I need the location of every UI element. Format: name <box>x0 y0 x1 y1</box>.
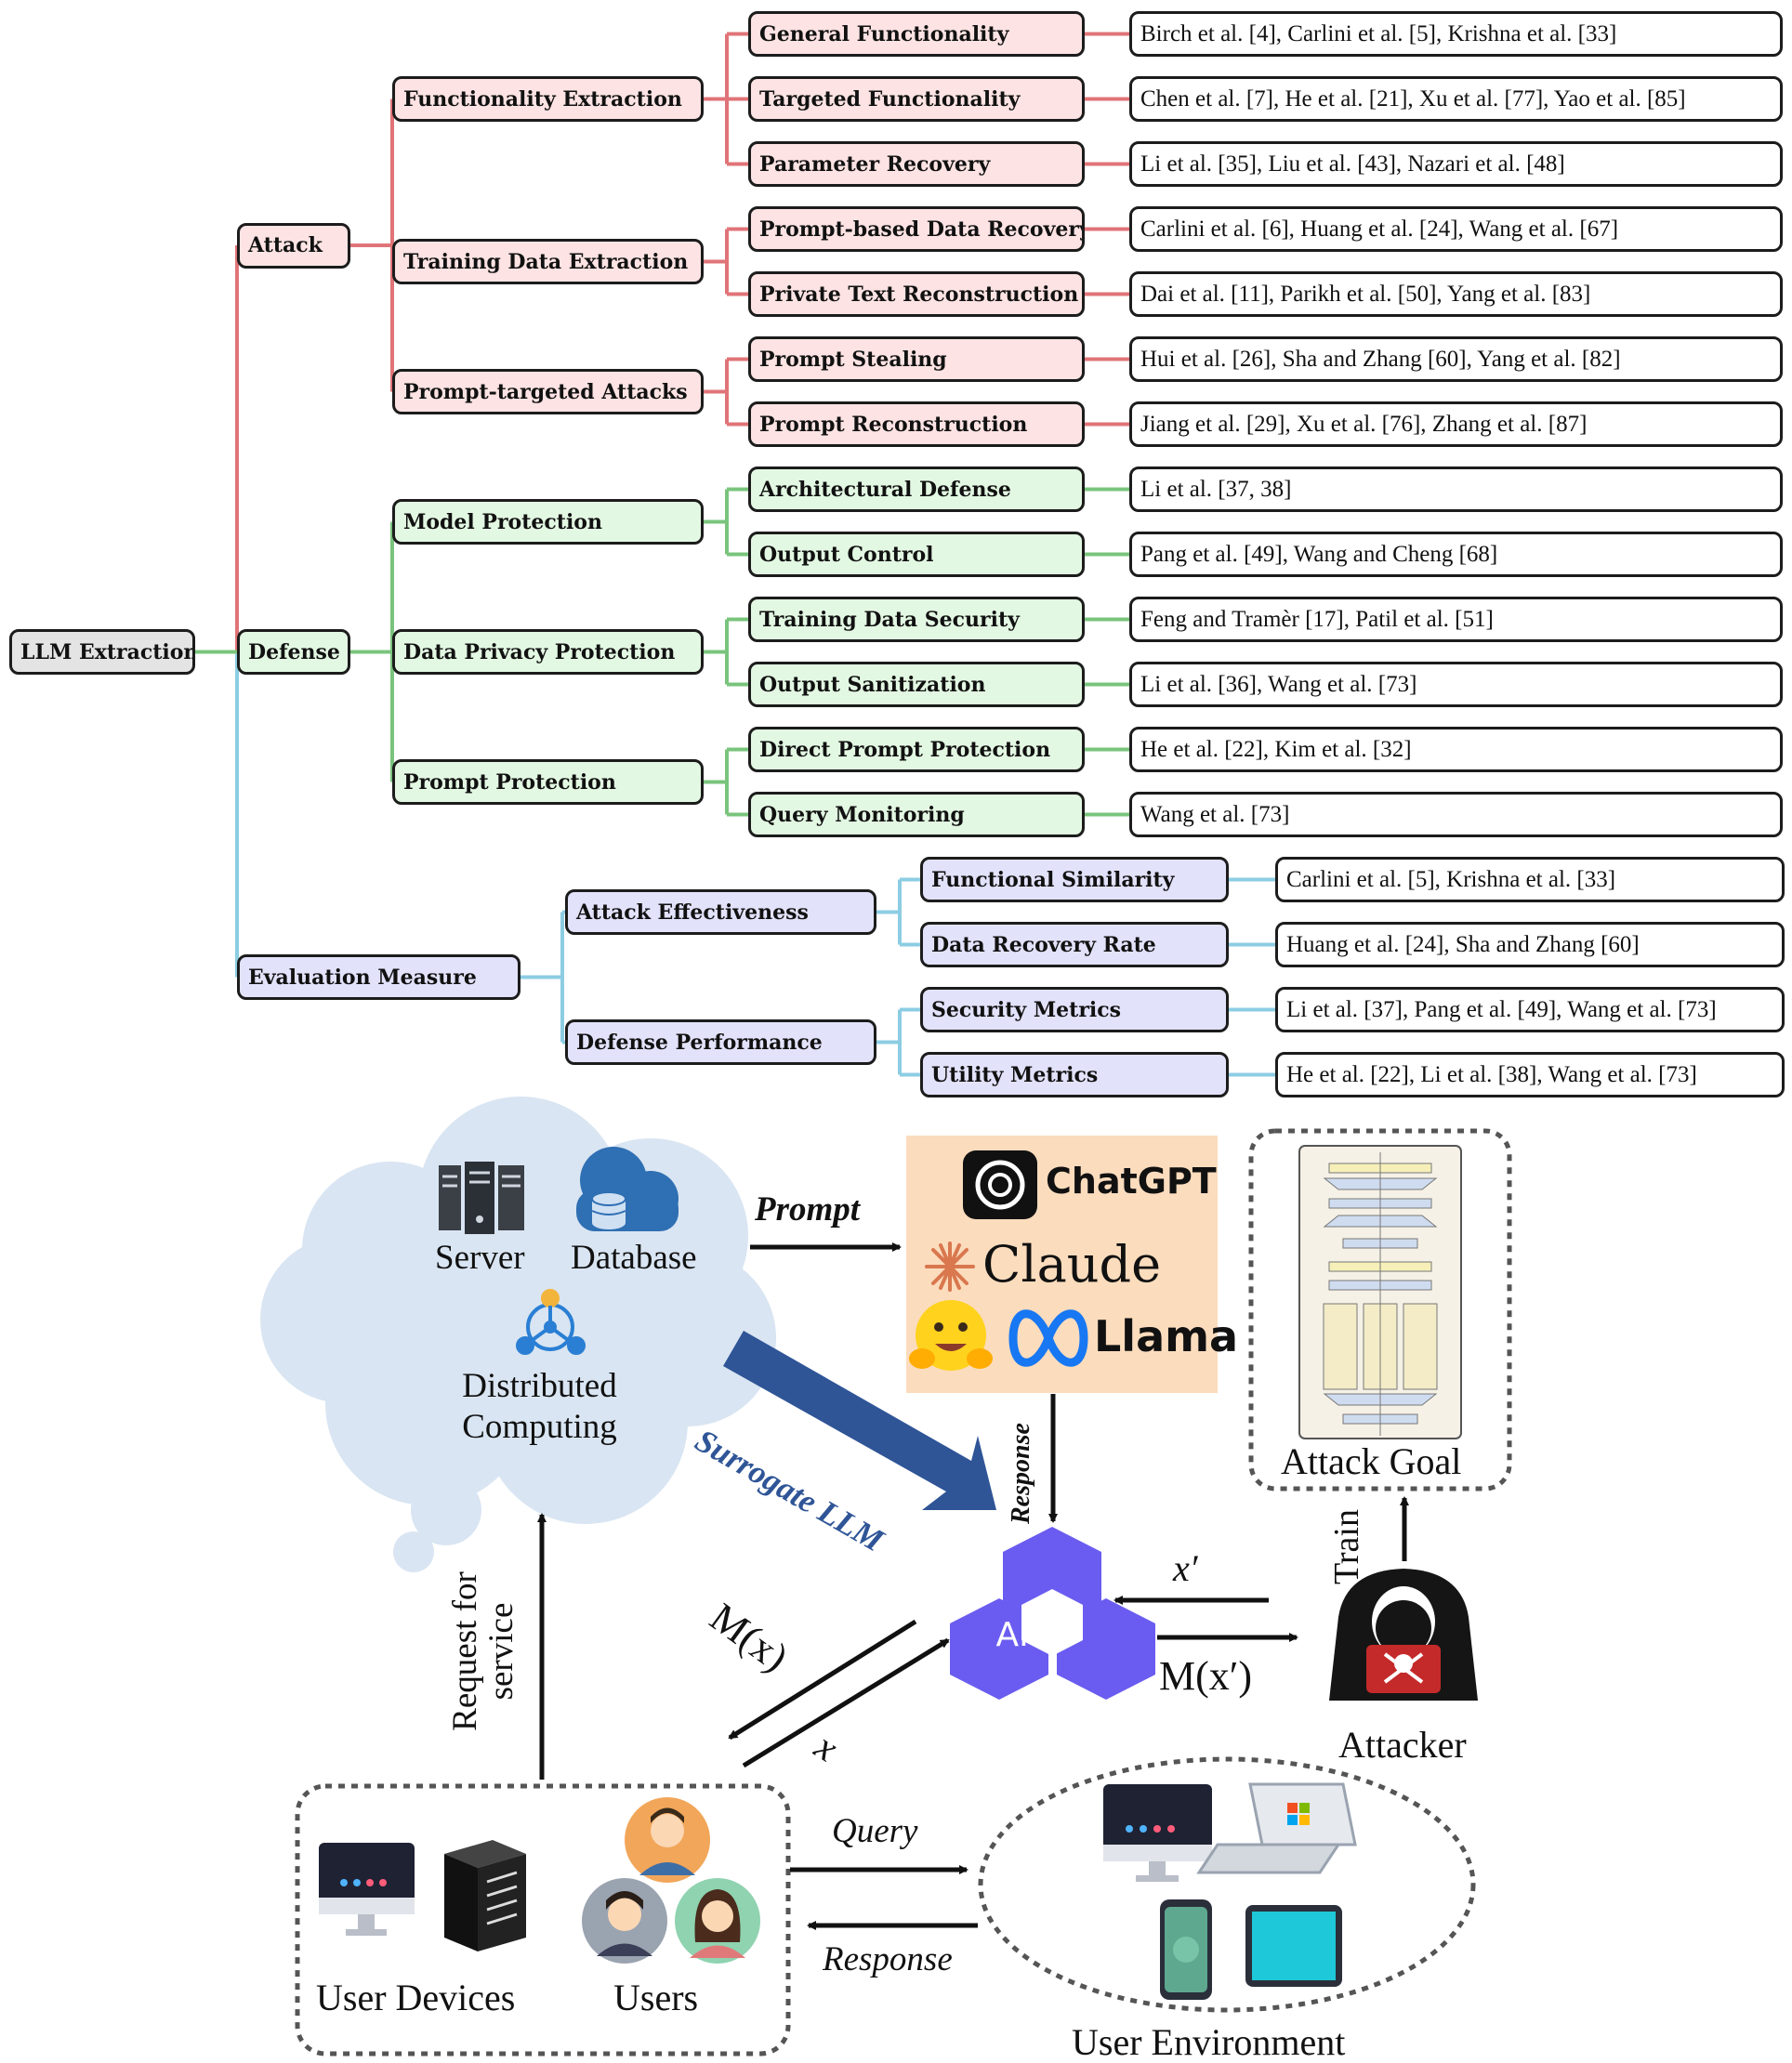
taxonomy-leaf-node: Training Data Security <box>748 597 1085 642</box>
transformer-architecture-icon <box>1298 1145 1462 1439</box>
claude-logo-icon <box>925 1242 975 1292</box>
taxonomy-reference-node: Wang et al. [73] <box>1129 792 1783 837</box>
taxonomy-group-node: Prompt-targeted Attacks <box>392 369 704 414</box>
taxonomy-branch-node: Evaluation Measure <box>237 954 520 1000</box>
claude-label: Claude <box>982 1235 1162 1294</box>
taxonomy-leaf-node: Direct Prompt Protection <box>748 727 1085 772</box>
taxonomy-leaf-node: Data Recovery Rate <box>920 922 1229 967</box>
taxonomy-reference-node: Huang et al. [24], Sha and Zhang [60] <box>1275 922 1785 967</box>
m-x-prime-label: M(x′) <box>1159 1653 1253 1699</box>
taxonomy-branch-node: Attack <box>237 222 350 269</box>
taxonomy-reference-node: Feng and Tramèr [17], Patil et al. [51] <box>1129 597 1783 642</box>
taxonomy-reference-node: Carlini et al. [5], Krishna et al. [33] <box>1275 857 1785 902</box>
attacker-label: Attacker <box>1338 1724 1467 1766</box>
query-label: Query <box>832 1812 918 1850</box>
user-devices-box <box>295 1783 791 2056</box>
desktop-monitor-icon <box>319 1843 415 1936</box>
response-label: Response <box>823 1940 953 1978</box>
pc-tower-icon <box>444 1840 526 1951</box>
taxonomy-leaf-node: Parameter Recovery <box>748 141 1085 187</box>
train-label: Train <box>1327 1509 1366 1584</box>
hugging-face-icon <box>909 1300 993 1371</box>
distributed-computing-icon <box>516 1289 586 1355</box>
meta-logo-icon <box>1008 1309 1088 1367</box>
server-label: Server <box>435 1239 525 1277</box>
attack-goal-box <box>1248 1128 1512 1491</box>
api-label: API <box>995 1616 1049 1654</box>
taxonomy-leaf-node: Output Control <box>748 532 1085 577</box>
taxonomy-leaf-node: Prompt Reconstruction <box>748 401 1085 447</box>
taxonomy-leaf-node: Prompt-based Data Recovery <box>748 206 1085 252</box>
taxonomy-reference-node: Li et al. [37, 38] <box>1129 466 1783 512</box>
m-x-arrow <box>728 1619 917 1741</box>
taxonomy-group-node: Attack Effectiveness <box>565 889 876 935</box>
taxonomy-leaf-node: Output Sanitization <box>748 662 1085 707</box>
smartphone-icon <box>1160 1899 1212 2000</box>
taxonomy-group-node: Data Privacy Protection <box>392 629 704 675</box>
taxonomy-reference-node: Birch et al. [4], Carlini et al. [5], Kr… <box>1129 11 1783 57</box>
x-arrow <box>742 1637 950 1768</box>
taxonomy-reference-node: Li et al. [36], Wang et al. [73] <box>1129 662 1783 707</box>
taxonomy-group-node: Functionality Extraction <box>392 76 704 122</box>
api-hexagon-icon <box>950 1527 1155 1700</box>
taxonomy-reference-node: He et al. [22], Li et al. [38], Wang et … <box>1275 1052 1785 1097</box>
user-avatar-icon <box>582 1878 667 1964</box>
prompt-label: Prompt <box>755 1190 861 1229</box>
response-vertical-label: Response <box>1007 1423 1035 1524</box>
users-label: Users <box>613 1977 699 2018</box>
taxonomy-reference-node: Dai et al. [11], Parikh et al. [50], Yan… <box>1129 271 1783 317</box>
server-icon <box>439 1162 524 1234</box>
taxonomy-reference-node: Li et al. [35], Liu et al. [43], Nazari … <box>1129 141 1783 187</box>
taxonomy-leaf-node: Query Monitoring <box>748 792 1085 837</box>
user-environment-ellipse <box>978 1756 1476 2013</box>
hacker-icon <box>1329 1569 1478 1701</box>
taxonomy-leaf-node: Prompt Stealing <box>748 336 1085 382</box>
desktop-monitor-icon <box>1103 1784 1212 1882</box>
taxonomy-reference-node: He et al. [22], Kim et al. [32] <box>1129 727 1783 772</box>
taxonomy-reference-node: Chen et al. [7], He et al. [21], Xu et a… <box>1129 76 1783 122</box>
user-avatar-icon <box>625 1797 710 1883</box>
surrogate-llm-arrow <box>723 1331 996 1510</box>
taxonomy-leaf-node: Private Text Reconstruction <box>748 271 1085 317</box>
taxonomy-group-node: Defense Performance <box>565 1019 876 1065</box>
taxonomy-leaf-node: Functional Similarity <box>920 857 1229 902</box>
laptop-icon <box>1196 1782 1357 1874</box>
request-for-service-label: Request for service <box>446 1571 520 1731</box>
taxonomy-leaf-node: Utility Metrics <box>920 1052 1229 1097</box>
x-prime-label: x′ <box>1173 1547 1198 1589</box>
taxonomy-reference-node: Li et al. [37], Pang et al. [49], Wang e… <box>1275 987 1785 1032</box>
taxonomy-leaf-node: General Functionality <box>748 11 1085 57</box>
taxonomy-leaf-node: Architectural Defense <box>748 466 1085 512</box>
user-environment-label: User Environment <box>1072 2021 1346 2063</box>
taxonomy-group-node: Training Data Extraction <box>392 239 704 284</box>
taxonomy-reference-node: Hui et al. [26], Sha and Zhang [60], Yan… <box>1129 336 1783 382</box>
database-icon <box>576 1147 679 1231</box>
attack-goal-label: Attack Goal <box>1281 1440 1462 1482</box>
taxonomy-group-node: Model Protection <box>392 499 704 545</box>
taxonomy-reference-node: Pang et al. [49], Wang and Cheng [68] <box>1129 532 1783 577</box>
user-devices-label: User Devices <box>316 1977 516 2018</box>
distributed-computing-label: Distributed Computing <box>462 1367 617 1446</box>
chatgpt-label: ChatGPT <box>1046 1161 1217 1202</box>
taxonomy-reference-node: Jiang et al. [29], Xu et al. [76], Zhang… <box>1129 401 1783 447</box>
taxonomy-branch-node: Defense <box>237 629 350 675</box>
llama-label: Llama <box>1094 1311 1239 1361</box>
chatgpt-logo-icon <box>963 1150 1037 1219</box>
taxonomy-connectors <box>195 32 1275 1077</box>
taxonomy-leaf-node: Targeted Functionality <box>748 76 1085 122</box>
tablet-icon <box>1245 1905 1342 1987</box>
taxonomy-group-node: Prompt Protection <box>392 759 704 805</box>
taxonomy-root-node: LLM Extraction <box>9 629 195 675</box>
taxonomy-leaf-node: Security Metrics <box>920 987 1229 1032</box>
taxonomy-reference-node: Carlini et al. [6], Huang et al. [24], W… <box>1129 206 1783 252</box>
user-avatar-icon <box>675 1878 760 1964</box>
database-label: Database <box>571 1239 697 1277</box>
